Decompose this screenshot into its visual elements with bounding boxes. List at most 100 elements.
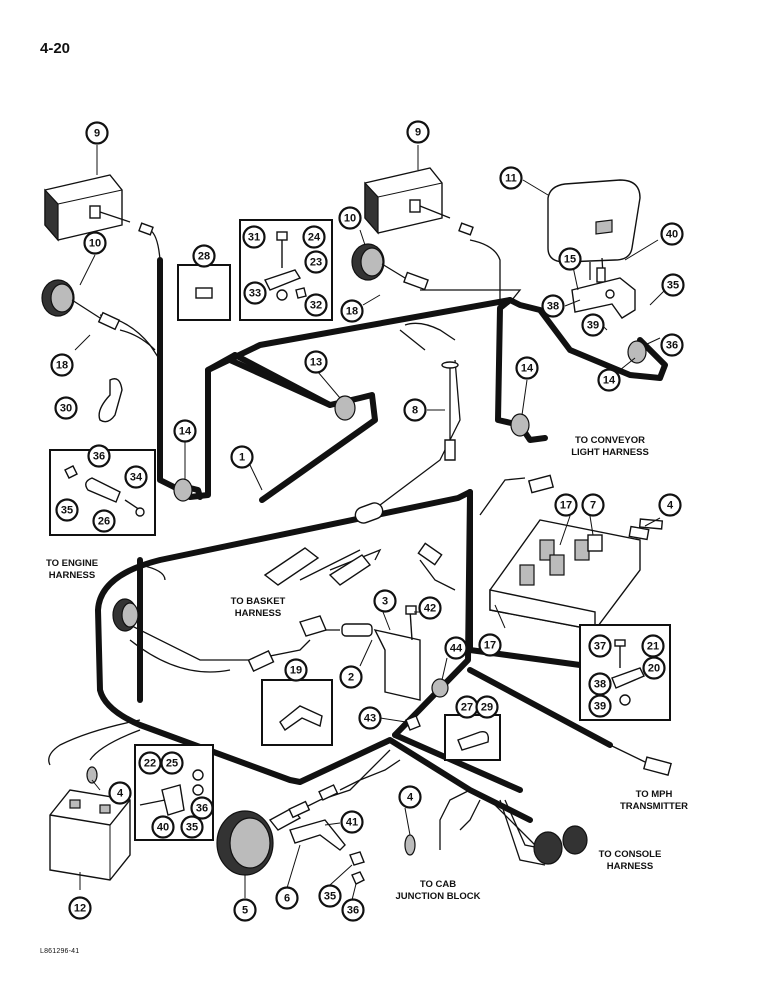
callout-number: 1 [239,452,245,464]
label-to-conveyor-1: TO CONVEYOR [575,435,645,446]
bulb-socket-center [351,243,429,291]
callout-number: 29 [481,702,493,714]
callout-number: 8 [412,405,418,417]
callout-c6: 6 [275,886,299,910]
label-to-engine-1: TO ENGINE [46,558,98,569]
callout-c35c: 35 [180,815,204,839]
callout-c39b: 39 [588,694,612,718]
callout-c22: 22 [138,751,162,775]
callout-c18b: 18 [340,299,364,323]
callout-number: 38 [594,679,606,691]
washer-36 [351,871,365,885]
label-to-console-1: TO CONSOLE [599,849,662,860]
horn [216,807,302,876]
callout-c40b: 40 [151,815,175,839]
callout-c25: 25 [160,751,184,775]
callout-c17a: 17 [554,493,578,517]
callout-c37: 37 [588,634,612,658]
callout-number: 5 [242,905,248,917]
relay-panel [489,519,650,631]
callout-c12: 12 [68,896,92,920]
callout-number: 9 [415,127,421,139]
callout-number: 36 [347,905,359,917]
callout-c44: 44 [444,636,468,660]
callout-number: 34 [130,472,143,484]
callout-c36c: 36 [190,796,214,820]
label-to-conveyor-2: LIGHT HARNESS [571,447,649,458]
callout-c19: 19 [284,658,308,682]
callout-number: 13 [310,357,322,369]
callout-c35a: 35 [661,273,685,297]
callout-c7: 7 [581,493,605,517]
callout-c18a: 18 [50,353,74,377]
light-bracket [571,277,636,319]
callout-c24: 24 [302,225,326,249]
callout-c5: 5 [233,898,257,922]
callout-c43: 43 [358,706,382,730]
callout-c35d: 35 [318,884,342,908]
callout-c26: 26 [92,509,116,533]
callout-number: 42 [424,603,436,615]
callout-c36b: 36 [87,444,111,468]
callout-c10a: 10 [83,231,107,255]
callout-number: 15 [564,254,576,266]
page-number: 4-20 [40,40,71,57]
clip-19 [279,705,323,731]
nut-35 [349,851,365,866]
switch-bracket [247,605,449,731]
callout-number: 14 [179,426,192,438]
terminal-27 [457,731,490,751]
callout-c36d: 36 [341,898,365,922]
callout-number: 20 [648,663,660,675]
callout-c35b: 35 [55,498,79,522]
callout-c10b: 10 [338,206,362,230]
callout-c3: 3 [373,589,397,613]
callout-c36a: 36 [660,333,684,357]
callout-c4c: 4 [398,785,422,809]
callout-number: 19 [290,665,302,677]
callout-number: 9 [94,128,100,140]
callout-number: 36 [666,340,678,352]
flood-lamp-center [364,167,474,236]
callout-number: 18 [56,360,68,372]
callout-number: 38 [547,301,559,313]
callout-number: 17 [484,640,496,652]
callout-number: 44 [450,643,463,655]
callout-number: 24 [308,232,321,244]
bulb-socket-left [41,279,121,331]
ring-terminal-parts [64,465,145,517]
callout-number: 31 [248,232,260,244]
callout-c17b: 17 [478,633,502,657]
callout-c4b: 4 [108,781,132,805]
callout-c9b: 9 [406,120,430,144]
callout-c41: 41 [340,810,364,834]
battery [49,789,131,881]
destination-labels: TO CONVEYOR LIGHT HARNESS TO ENGINE HARN… [46,435,688,902]
callout-number: 39 [594,701,606,713]
label-to-engine-2: HARNESS [49,570,95,581]
callout-number: 14 [521,363,534,375]
callout-number: 30 [60,403,72,415]
callout-c20: 20 [642,656,666,680]
callout-number: 28 [198,251,210,263]
callout-number: 36 [93,451,105,463]
label-to-console-2: HARNESS [607,861,653,872]
clip-28 [195,287,213,299]
callout-number: 35 [61,505,73,517]
callout-c23: 23 [304,250,328,274]
callout-c2: 2 [339,665,363,689]
callout-number: 21 [647,641,659,653]
callout-c27: 27 [455,695,479,719]
callout-c33: 33 [243,281,267,305]
callout-number: 10 [89,238,101,250]
callout-number: 40 [157,822,169,834]
callout-number: 41 [346,817,358,829]
main-harness [95,257,668,823]
ground-strap-parts [264,231,307,301]
callout-number: 35 [186,822,198,834]
callout-c31: 31 [242,225,266,249]
callout-number: 10 [344,213,356,225]
callout-number: 26 [98,516,110,528]
callout-c39a: 39 [581,313,605,337]
